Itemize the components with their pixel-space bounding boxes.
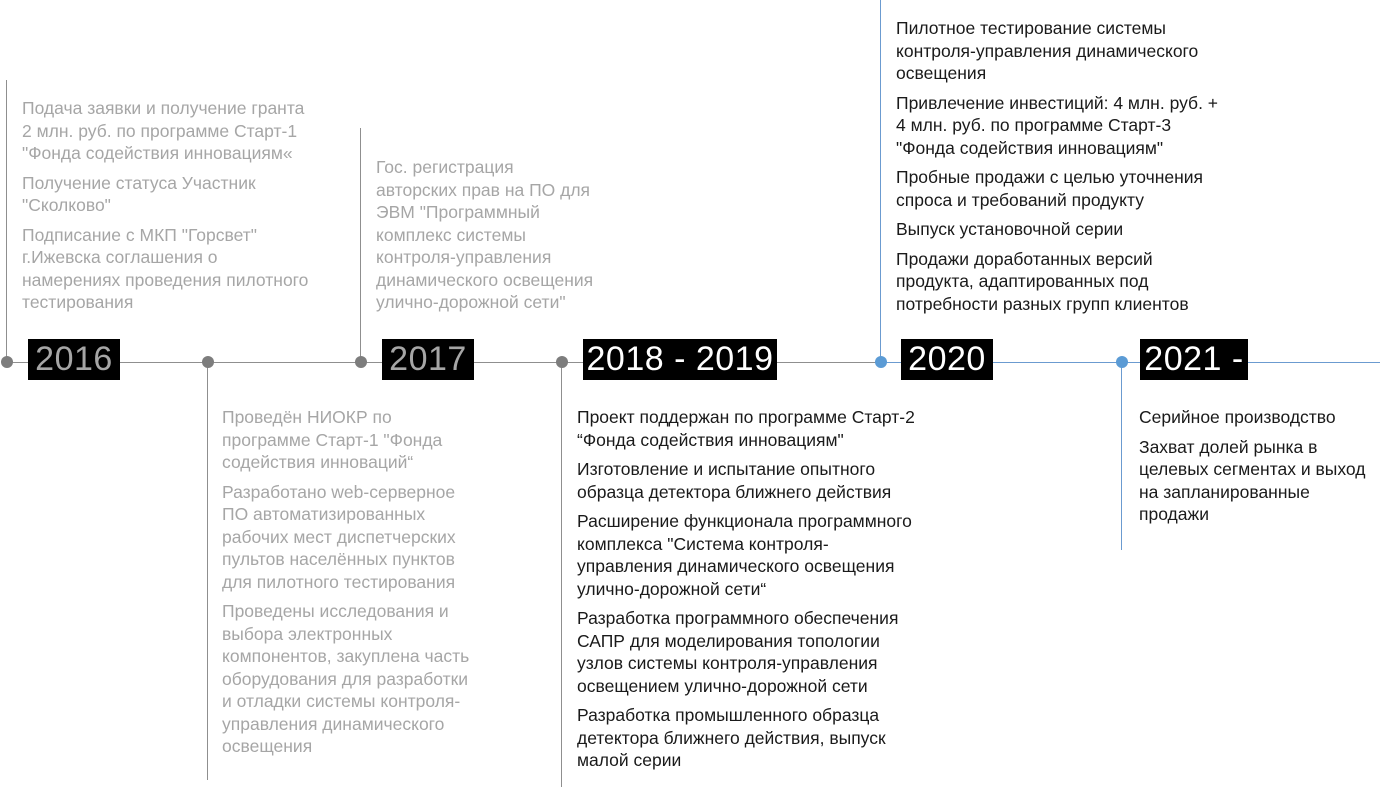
- timeline-dot-2018: [556, 356, 568, 368]
- year-label-2016: 2016: [28, 339, 120, 380]
- milestone-text: Продажи доработанных версий продукта, ад…: [896, 248, 1189, 314]
- connector-2018-below: [561, 362, 562, 787]
- milestone-text: Пилотное тестирование системы контроля-у…: [896, 18, 1199, 83]
- timeline-dot-2020: [875, 356, 887, 368]
- connector-2020-above: [880, 0, 881, 362]
- year-label-2020: 2020: [901, 339, 993, 380]
- milestones-2021-below: Серийное производство Захват долей рынка…: [1139, 406, 1389, 533]
- connector-2021-below: [1121, 362, 1122, 550]
- milestone-text: Проведены исследования и выбора электрон…: [222, 601, 470, 756]
- milestone-text: Получение статуса Участник "Сколково": [22, 172, 256, 216]
- milestone-text: Проведён НИОКР по программе Старт-1 "Фон…: [222, 407, 443, 472]
- milestone-text: Серийное производство: [1139, 407, 1336, 427]
- year-label-2017: 2017: [382, 339, 474, 380]
- milestones-2016-below: Проведён НИОКР по программе Старт-1 "Фон…: [222, 406, 512, 765]
- milestone-text: Пробные продажи с целью уточнения спроса…: [896, 167, 1204, 210]
- milestones-2017-above: Гос. регистрация авторских прав на ПО дл…: [376, 156, 636, 321]
- milestone-text: Подписание с МКП "Горсвет" г.Ижевска сог…: [22, 224, 309, 313]
- milestones-2016-above: Подача заявки и получение гранта 2 млн. …: [22, 97, 352, 321]
- milestone-text: Привлечение инвестиций: 4 млн. руб. + 4 …: [896, 92, 1219, 158]
- connector-2017-above: [360, 128, 361, 362]
- timeline-axis-future: [880, 362, 1380, 363]
- milestone-text: Разработано web-серверное ПО автоматизир…: [222, 481, 456, 592]
- milestone-text: Проект поддержан по программе Старт-2 “Ф…: [577, 407, 915, 450]
- milestone-text: Гос. регистрация авторских прав на ПО дл…: [376, 157, 594, 312]
- timeline-dot-2016-start: [1, 356, 13, 368]
- year-label-2018-2019: 2018 - 2019: [583, 339, 777, 380]
- year-label-2021: 2021 -: [1140, 339, 1248, 380]
- connector-2016-above: [6, 80, 7, 362]
- milestone-text: Подача заявки и получение гранта 2 млн. …: [22, 98, 305, 163]
- milestones-2018-2019-below: Проект поддержан по программе Старт-2 “Ф…: [577, 406, 957, 779]
- milestone-text: Разработка промышленного образца детекто…: [577, 705, 886, 770]
- milestone-text: Изготовление и испытание опытного образц…: [577, 459, 892, 502]
- milestone-text: Выпуск установочной серии: [896, 219, 1124, 239]
- connector-2016-below: [207, 362, 208, 780]
- milestones-2020-above: Пилотное тестирование системы контроля-у…: [896, 17, 1266, 322]
- timeline-dot-2017: [355, 356, 367, 368]
- timeline-dot-2016-end: [202, 356, 214, 368]
- timeline-dot-2021: [1116, 356, 1128, 368]
- milestone-text: Захват долей рынка в целевых сегментах и…: [1139, 436, 1366, 525]
- milestone-text: Расширение функционала программного комп…: [577, 511, 912, 599]
- milestone-text: Разработка программного обеспечения САПР…: [577, 608, 899, 696]
